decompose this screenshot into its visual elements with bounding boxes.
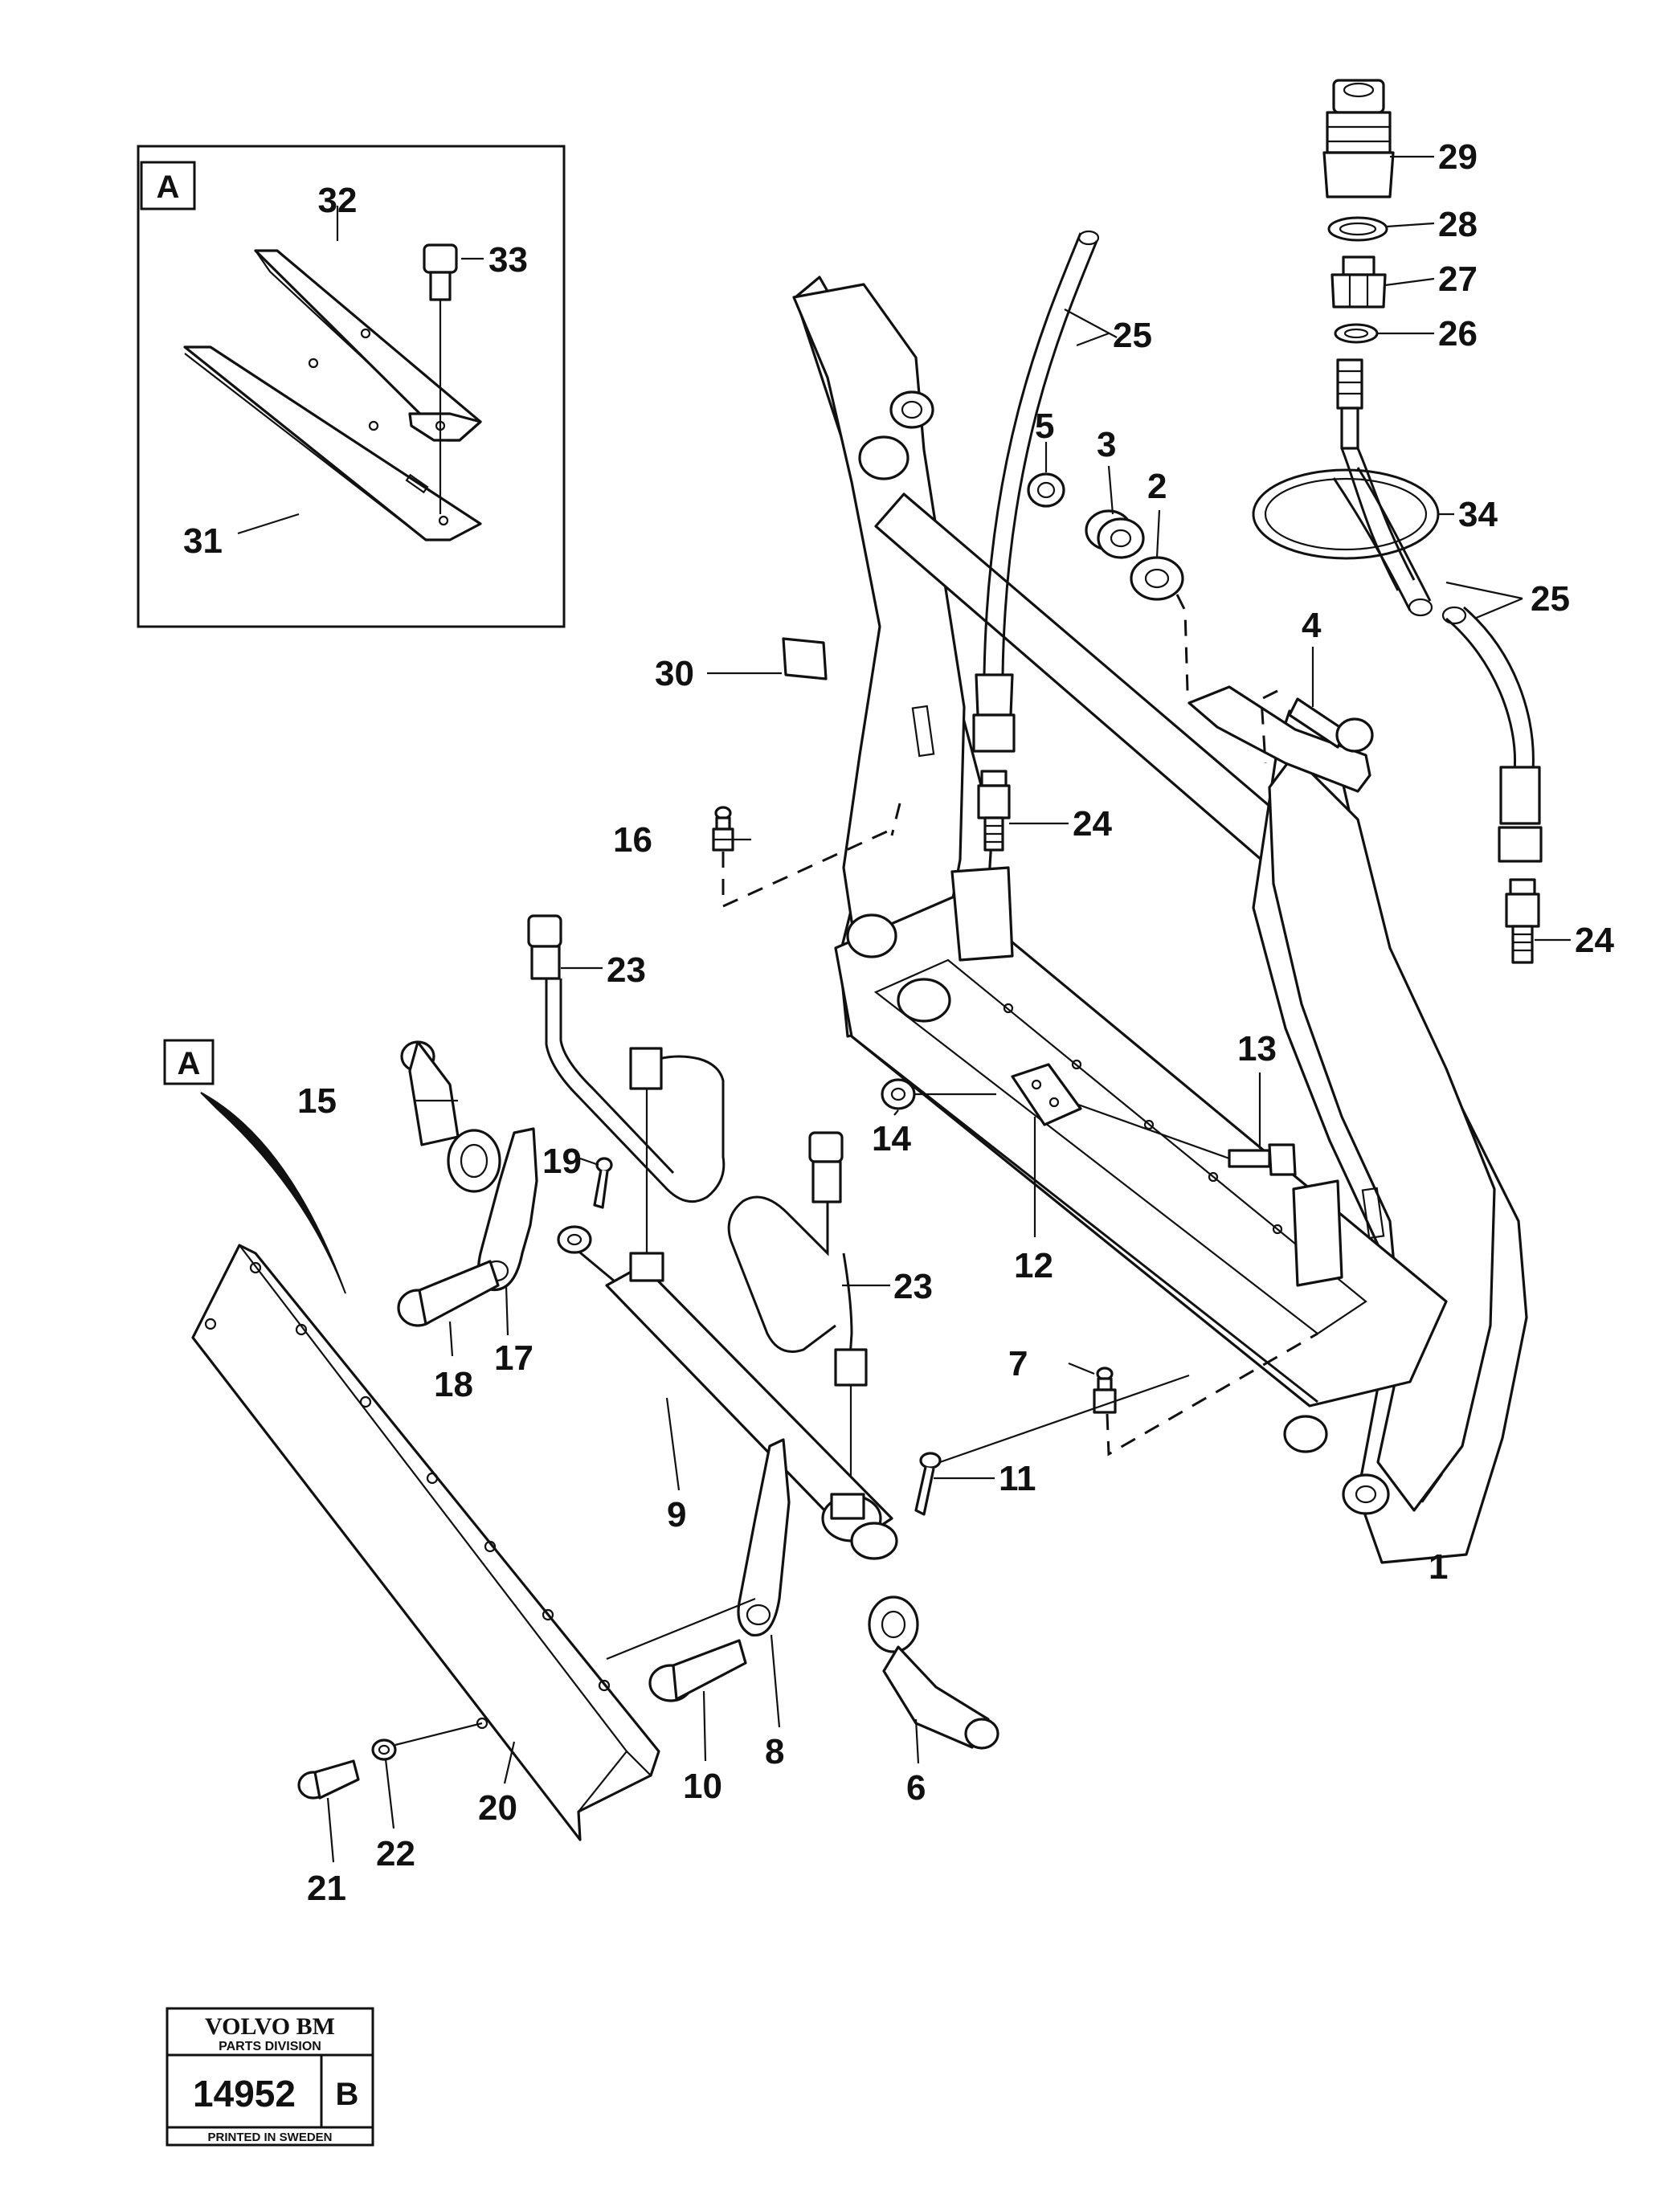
bolt-21 — [297, 1759, 360, 1800]
detail-strip-upper — [254, 249, 482, 442]
callout-29: 29 — [1438, 137, 1478, 177]
stamp-revision: B — [336, 2077, 359, 2112]
callout-15: 15 — [297, 1081, 337, 1121]
hose-25-right — [1332, 467, 1543, 863]
fitting-24-right — [1505, 878, 1540, 964]
callout-5: 5 — [1035, 407, 1054, 446]
detail-view-a: A 32 33 31 — [137, 145, 566, 628]
callouts: 29 28 27 26 34 25 25 5 3 2 4 30 16 24 24… — [297, 137, 1614, 1908]
ring-34 — [1252, 468, 1440, 560]
callout-20: 20 — [478, 1788, 517, 1828]
stamp-printed: PRINTED IN SWEDEN — [207, 2131, 332, 2144]
callout-23-upper: 23 — [607, 950, 646, 990]
callout-23-lower: 23 — [893, 1267, 933, 1306]
volvo-bm-stamp: VOLVO BM PARTS DIVISION 14952 B PRINTED … — [166, 2007, 374, 2147]
detail-strip-lower — [183, 345, 482, 541]
grease-nipple-7 — [1093, 1367, 1117, 1414]
callout-19: 19 — [542, 1142, 582, 1181]
callout-16: 16 — [613, 820, 652, 860]
callout-3: 3 — [1097, 425, 1116, 464]
callout-25-left: 25 — [1113, 316, 1152, 355]
callout-27: 27 — [1438, 259, 1478, 299]
detail-tag: A — [157, 170, 180, 205]
upper-hose-fitting — [1336, 358, 1416, 591]
view-tag-a: A — [178, 1046, 201, 1081]
callout-25-right: 25 — [1531, 579, 1570, 619]
bushing-3 — [1085, 509, 1145, 559]
stamp-division: PARTS DIVISION — [219, 2040, 321, 2053]
callout-31: 31 — [183, 521, 223, 561]
callout-18: 18 — [434, 1365, 473, 1404]
callout-33: 33 — [488, 240, 528, 280]
split-pin-11 — [914, 1452, 942, 1516]
callout-1: 1 — [1429, 1547, 1448, 1587]
washer-22 — [371, 1739, 397, 1761]
pin-19 — [593, 1157, 613, 1209]
stamp-brand: VOLVO BM — [205, 2013, 335, 2040]
callout-24-left: 24 — [1073, 804, 1112, 844]
pin-10 — [648, 1639, 747, 1702]
stamp-number: 14952 — [193, 2073, 296, 2114]
nut-27 — [1331, 255, 1387, 308]
callout-6: 6 — [906, 1768, 926, 1808]
main-frame — [792, 276, 1528, 1564]
washer-26 — [1334, 323, 1379, 344]
callout-14: 14 — [872, 1119, 911, 1158]
callout-4: 4 — [1302, 606, 1322, 645]
callout-32: 32 — [318, 181, 358, 220]
callout-8: 8 — [765, 1732, 784, 1771]
washer-28 — [1327, 216, 1388, 242]
view-arrow — [200, 1092, 346, 1294]
callout-13: 13 — [1237, 1029, 1277, 1068]
callout-24-right: 24 — [1575, 921, 1614, 960]
pipe-23-upper — [527, 914, 726, 1203]
callout-26: 26 — [1438, 314, 1478, 353]
plate-30 — [782, 637, 828, 680]
callout-34: 34 — [1458, 495, 1498, 534]
guard-plate-20 — [191, 1244, 660, 1841]
plate-12 — [1011, 1063, 1082, 1126]
coupling-29 — [1322, 79, 1395, 198]
fitting-24-left — [972, 673, 1016, 852]
callout-11: 11 — [999, 1459, 1036, 1498]
callout-22: 22 — [376, 1834, 415, 1873]
cylinder-9 — [557, 1225, 898, 1560]
pin-18 — [397, 1260, 500, 1327]
lever-8 — [737, 1438, 791, 1637]
pipe-23-lower — [727, 1131, 868, 1387]
washer-2 — [1130, 556, 1184, 601]
pin-6 — [868, 1596, 999, 1750]
leader-lines — [326, 155, 1571, 1863]
callout-28: 28 — [1438, 205, 1478, 244]
grease-nipple-16 — [712, 806, 734, 852]
callout-21: 21 — [307, 1869, 346, 1908]
callout-12: 12 — [1014, 1246, 1053, 1285]
bushing-5 — [1027, 472, 1065, 508]
callout-17: 17 — [494, 1338, 533, 1378]
callout-30: 30 — [655, 654, 694, 693]
callout-7: 7 — [1008, 1344, 1028, 1383]
callout-9: 9 — [667, 1495, 686, 1534]
detail-bolt — [423, 243, 458, 514]
pin-15 — [400, 1040, 501, 1193]
callout-2: 2 — [1147, 467, 1167, 506]
callout-10: 10 — [683, 1767, 722, 1806]
nut-14 — [881, 1078, 916, 1110]
bolt-4 — [1288, 697, 1374, 753]
